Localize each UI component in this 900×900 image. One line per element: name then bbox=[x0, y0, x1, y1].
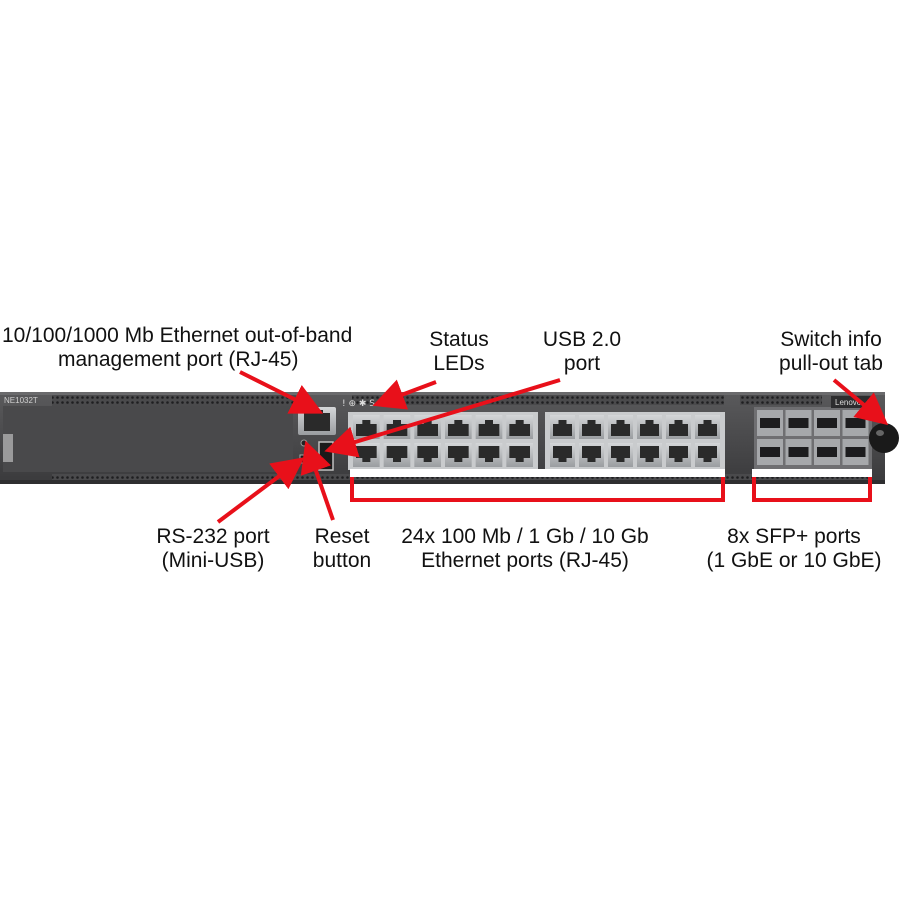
status-leds-callout: Status LEDs bbox=[424, 328, 494, 376]
rj45-port[interactable] bbox=[383, 443, 411, 467]
rj45-port[interactable] bbox=[445, 443, 472, 467]
rj45-port[interactable] bbox=[608, 415, 633, 439]
usb-port-callout: USB 2.0 port bbox=[532, 328, 632, 376]
mgmt-port-callout: 10/100/1000 Mb Ethernet out-of-band mana… bbox=[2, 324, 352, 372]
sfp-port-number: 26 bbox=[767, 472, 773, 478]
rj45-port-number: 18 bbox=[618, 472, 624, 478]
sfp-port[interactable] bbox=[785, 439, 812, 465]
info-tab-callout: Switch info pull-out tab bbox=[770, 328, 892, 376]
rj45-port[interactable] bbox=[550, 443, 575, 467]
rs232-mini-usb-port[interactable] bbox=[299, 454, 311, 464]
rj45-port-number: 24 bbox=[705, 472, 711, 478]
sfp-port[interactable] bbox=[785, 410, 812, 436]
rj45-port-number: 4 bbox=[396, 472, 399, 478]
info-tab-callout-line2: pull-out tab bbox=[779, 352, 883, 375]
status-leds-callout-line2: LEDs bbox=[433, 352, 485, 375]
lenovo-logo: Lenovo bbox=[835, 398, 862, 407]
info-tab-callout-line1: Switch info bbox=[780, 328, 882, 351]
rj45-port-number: 20 bbox=[647, 472, 653, 478]
rj45-port[interactable] bbox=[383, 415, 411, 439]
rj45-port[interactable] bbox=[550, 415, 575, 439]
rj45-port-number: 6 bbox=[426, 472, 429, 478]
mgmt-port-callout-line1: 10/100/1000 Mb Ethernet out-of-band bbox=[2, 324, 353, 347]
rj45-port[interactable] bbox=[666, 443, 691, 467]
sfp-ports-callout-line2: (1 GbE or 10 GbE) bbox=[706, 549, 882, 572]
rs232-port-callout: RS-232 port (Mini-USB) bbox=[148, 525, 278, 573]
rs232-port-callout-line1: RS-232 port bbox=[156, 525, 270, 548]
vent-right bbox=[740, 395, 822, 405]
reset-button-callout-line2: button bbox=[312, 549, 372, 572]
rj45-port[interactable] bbox=[353, 443, 380, 467]
rj45-port[interactable] bbox=[353, 415, 380, 439]
reset-button[interactable] bbox=[300, 439, 308, 447]
rj45-port-number: 22 bbox=[676, 472, 682, 478]
rj45-port[interactable] bbox=[506, 443, 533, 467]
vent-bottom bbox=[52, 474, 872, 480]
rj45-port[interactable] bbox=[579, 443, 604, 467]
status-leds: ! ⊕ ✱ S bbox=[342, 399, 375, 409]
sfp-ports-callout-line1: 8x SFP+ ports bbox=[727, 525, 861, 548]
sfp-port[interactable] bbox=[842, 439, 869, 465]
usb-port-callout-line2: port bbox=[563, 352, 601, 375]
reset-button-callout: Reset button bbox=[304, 525, 380, 573]
status-leds-callout-line1: Status bbox=[429, 328, 489, 351]
mgmt-ethernet-port[interactable] bbox=[298, 407, 336, 435]
rj45-port-number: 10 bbox=[486, 472, 492, 478]
model-label: NE1032T bbox=[4, 396, 38, 405]
rj45-port-number: 8 bbox=[457, 472, 460, 478]
ethernet-ports-callout-line1: 24x 100 Mb / 1 Gb / 10 Gb bbox=[401, 525, 649, 548]
usb-port-callout-line1: USB 2.0 bbox=[542, 328, 622, 351]
sfp-ports-callout: 8x SFP+ ports (1 GbE or 10 GbE) bbox=[694, 525, 894, 573]
rj45-port-number: 14 bbox=[560, 472, 566, 478]
sfp-port-number: 30 bbox=[824, 472, 830, 478]
rj45-port[interactable] bbox=[414, 415, 441, 439]
rj45-port[interactable] bbox=[506, 415, 533, 439]
rj45-port[interactable] bbox=[695, 415, 720, 439]
sfp-port[interactable] bbox=[842, 410, 869, 436]
rj45-port-number: 12 bbox=[517, 472, 523, 478]
rj45-port[interactable] bbox=[445, 415, 472, 439]
rj45-port[interactable] bbox=[695, 443, 720, 467]
rj45-port[interactable] bbox=[414, 443, 441, 467]
reset-button-callout-line1: Reset bbox=[314, 525, 370, 548]
mgmt-port-callout-line2: management port (RJ-45) bbox=[58, 348, 299, 371]
rj45-port-number: 2 bbox=[365, 472, 368, 478]
vent-left bbox=[52, 395, 296, 406]
sfp-port-number: 32 bbox=[853, 472, 859, 478]
sfp-port-number: 28 bbox=[796, 472, 802, 478]
rj45-port[interactable] bbox=[475, 443, 503, 467]
rj45-port[interactable] bbox=[475, 415, 503, 439]
sfp-port[interactable] bbox=[814, 439, 840, 465]
vent-center bbox=[352, 395, 724, 405]
rs232-port-callout-line2: (Mini-USB) bbox=[161, 549, 265, 572]
rj45-port[interactable] bbox=[608, 443, 633, 467]
usb-port[interactable] bbox=[318, 441, 334, 471]
ethernet-ports-callout-line2: Ethernet ports (RJ-45) bbox=[421, 549, 629, 572]
svg-text:! ⊕ ✱ S: ! ⊕ ✱ S bbox=[342, 399, 375, 409]
ethernet-ports-callout: 24x 100 Mb / 1 Gb / 10 Gb Ethernet ports… bbox=[385, 525, 665, 573]
sfp-port[interactable] bbox=[814, 410, 840, 436]
rj45-port[interactable] bbox=[637, 415, 662, 439]
rj45-port[interactable] bbox=[666, 415, 691, 439]
sfp-port[interactable] bbox=[757, 410, 783, 436]
rj45-port[interactable] bbox=[579, 415, 604, 439]
sfp-port[interactable] bbox=[757, 439, 783, 465]
info-tab-knob[interactable] bbox=[869, 423, 899, 453]
rj45-port[interactable] bbox=[637, 443, 662, 467]
rj45-port-number: 16 bbox=[589, 472, 595, 478]
